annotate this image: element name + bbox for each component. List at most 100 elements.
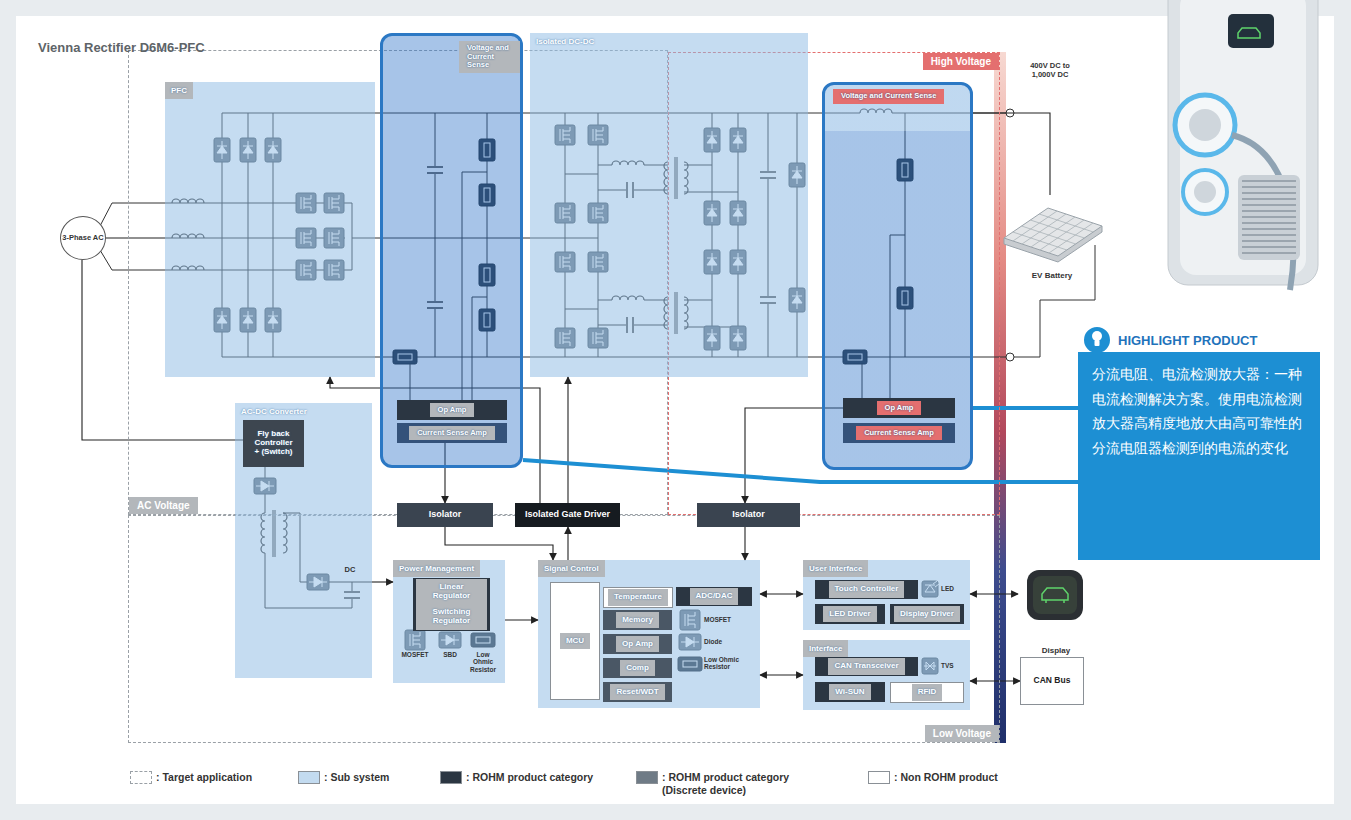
- battery-cell: [1040, 220, 1084, 250]
- label-holder: MOSFET: [704, 616, 744, 623]
- product-box: Op Amp: [397, 400, 507, 420]
- display-icon: [1042, 588, 1068, 603]
- node-label: High Voltage: [923, 53, 999, 70]
- legend-text: : Non ROHM product: [894, 771, 998, 784]
- legend-text: : ROHM product category (Discrete device…: [662, 771, 812, 797]
- node-label: Current Sense Amp: [409, 426, 495, 441]
- label-holder: 400V DC to 1,000V DC: [1022, 62, 1078, 79]
- charger-screen: [1238, 28, 1260, 38]
- diagram-title: Vienna Rectifier D6M6-PFC: [38, 40, 205, 55]
- product-box: Wi-SUN: [815, 682, 885, 702]
- charger-vent: [1242, 192, 1296, 194]
- isolator-box: Isolator: [697, 503, 800, 527]
- charger-vent: [1242, 240, 1296, 242]
- node-label: Switching Regulator: [416, 604, 487, 630]
- subsystem-box: PFC: [165, 82, 375, 377]
- node-label: CAN Bus: [1034, 676, 1071, 685]
- node-label: CAN Transceiver: [828, 658, 904, 675]
- charger-vent: [1242, 228, 1296, 230]
- battery-cell: [1022, 214, 1066, 244]
- node-label: Display: [1042, 646, 1070, 655]
- subsystem-box: Isolated DC-DC: [530, 33, 808, 377]
- subsystem-box: Signal ControlMCUTemperature ADC/DAC Memor…: [538, 560, 760, 708]
- part-label: Diode: [704, 638, 744, 645]
- product-box: Op Amp: [603, 634, 672, 654]
- signal-connector: [445, 527, 553, 560]
- sense-block: Voltage and Current Sense Op AmpCurrent S…: [822, 82, 973, 470]
- charger-vent: [1238, 175, 1300, 260]
- label-holder: Low Ohmic Resistor: [704, 656, 740, 671]
- charger-body: [1168, 0, 1318, 285]
- subsystem-box: User InterfaceTouch ControllerLED Driver…: [803, 560, 970, 630]
- external-box: CAN Bus: [1020, 657, 1084, 705]
- signal-connector: [760, 674, 803, 675]
- product-box: Display Driver: [890, 604, 964, 624]
- product-box: Memory: [603, 610, 672, 630]
- subsystem-box: AC-DC ConverterFly back Controller + (Sw…: [235, 403, 372, 678]
- part-label: LED: [941, 585, 967, 592]
- non-rohm-box: RFID: [890, 682, 964, 703]
- node-label: Op Amp: [877, 401, 922, 416]
- legend-item: : Non ROHM product: [868, 771, 998, 784]
- product-box: Current Sense Amp: [397, 423, 507, 443]
- node-body-text: 分流电阻、电流检测放大器：一种电流检测解决方案。使用电流检测放大器高精度地放大由…: [1078, 352, 1320, 470]
- source-circle: 3-Phase AC: [60, 216, 106, 260]
- label-holder: DC: [338, 566, 362, 575]
- node-label: ADC/DAC: [690, 588, 739, 605]
- signal-connector: [106, 237, 165, 238]
- node-label: Display Driver: [894, 606, 960, 623]
- signal-connector: [567, 377, 568, 503]
- part-label: DC: [338, 566, 362, 575]
- node-label: AC Voltage: [129, 497, 198, 514]
- subsystem-box: InterfaceCAN TransceiverWi-SUNRFID: [803, 640, 970, 710]
- node-label: Memory: [616, 612, 659, 629]
- non-rohm-box: Temperature: [603, 587, 673, 608]
- node-label: Fly back Controller + (Switch): [246, 426, 301, 460]
- part-label: SBD: [438, 651, 462, 658]
- node-label: PFC: [165, 82, 193, 99]
- signal-connector: [970, 593, 1018, 594]
- non-rohm-box: MCU: [550, 582, 600, 700]
- node-label: Signal Control: [538, 560, 605, 577]
- charger-screen: [1228, 14, 1274, 48]
- label-holder: Diode: [704, 638, 744, 645]
- voltage-gradient-bar: [994, 52, 1006, 743]
- node-label: Isolator: [732, 510, 765, 520]
- legend-swatch: [130, 771, 152, 784]
- label-holder: MOSFET: [400, 651, 430, 658]
- node-label: Reset/WDT: [610, 684, 664, 701]
- node-label: Isolated Gate Driver: [525, 510, 610, 520]
- card-ground: [16, 16, 1334, 804]
- highlight-callout: HIGHLIGHT PRODUCT分流电阻、电流检测放大器：一种电流检测解决方案…: [1078, 328, 1320, 560]
- node-label: Low Voltage: [925, 725, 999, 742]
- legend-text: : Sub system: [324, 771, 389, 784]
- product-box: Switching Regulator: [413, 603, 490, 631]
- display-icon: [1033, 576, 1077, 614]
- charger-vent: [1242, 216, 1296, 218]
- node-label: Current Sense Amp: [856, 426, 942, 441]
- node-label: EV Battery: [1032, 271, 1072, 280]
- label-holder: TVS: [941, 662, 967, 669]
- product-box: Op Amp: [843, 398, 955, 418]
- battery-cell: [1013, 211, 1057, 241]
- part-label: Low Ohmic Resistor: [704, 656, 740, 671]
- charger-vent: [1242, 198, 1296, 200]
- battery-cell: [1049, 223, 1093, 253]
- node-label: HIGHLIGHT PRODUCT: [1078, 328, 1320, 352]
- legend-item: : Sub system: [298, 771, 389, 784]
- node-label: Power Management: [393, 560, 480, 577]
- node-label: Isolator: [429, 510, 462, 520]
- charger-vent: [1242, 204, 1296, 206]
- charger-vent: [1242, 186, 1296, 188]
- node-label: Voltage and Current Sense: [833, 89, 944, 104]
- battery-node: EV Battery: [1000, 195, 1104, 280]
- product-box: ADC/DAC: [676, 587, 752, 606]
- node-label: User Interface: [803, 560, 868, 577]
- charger-vent: [1242, 222, 1296, 224]
- signal-connector: [970, 680, 1020, 681]
- charger-vent: [1242, 252, 1296, 254]
- product-box: Touch Controller: [815, 580, 918, 599]
- label-holder: SBD: [438, 651, 462, 658]
- product-box: Fly back Controller + (Switch): [243, 420, 304, 467]
